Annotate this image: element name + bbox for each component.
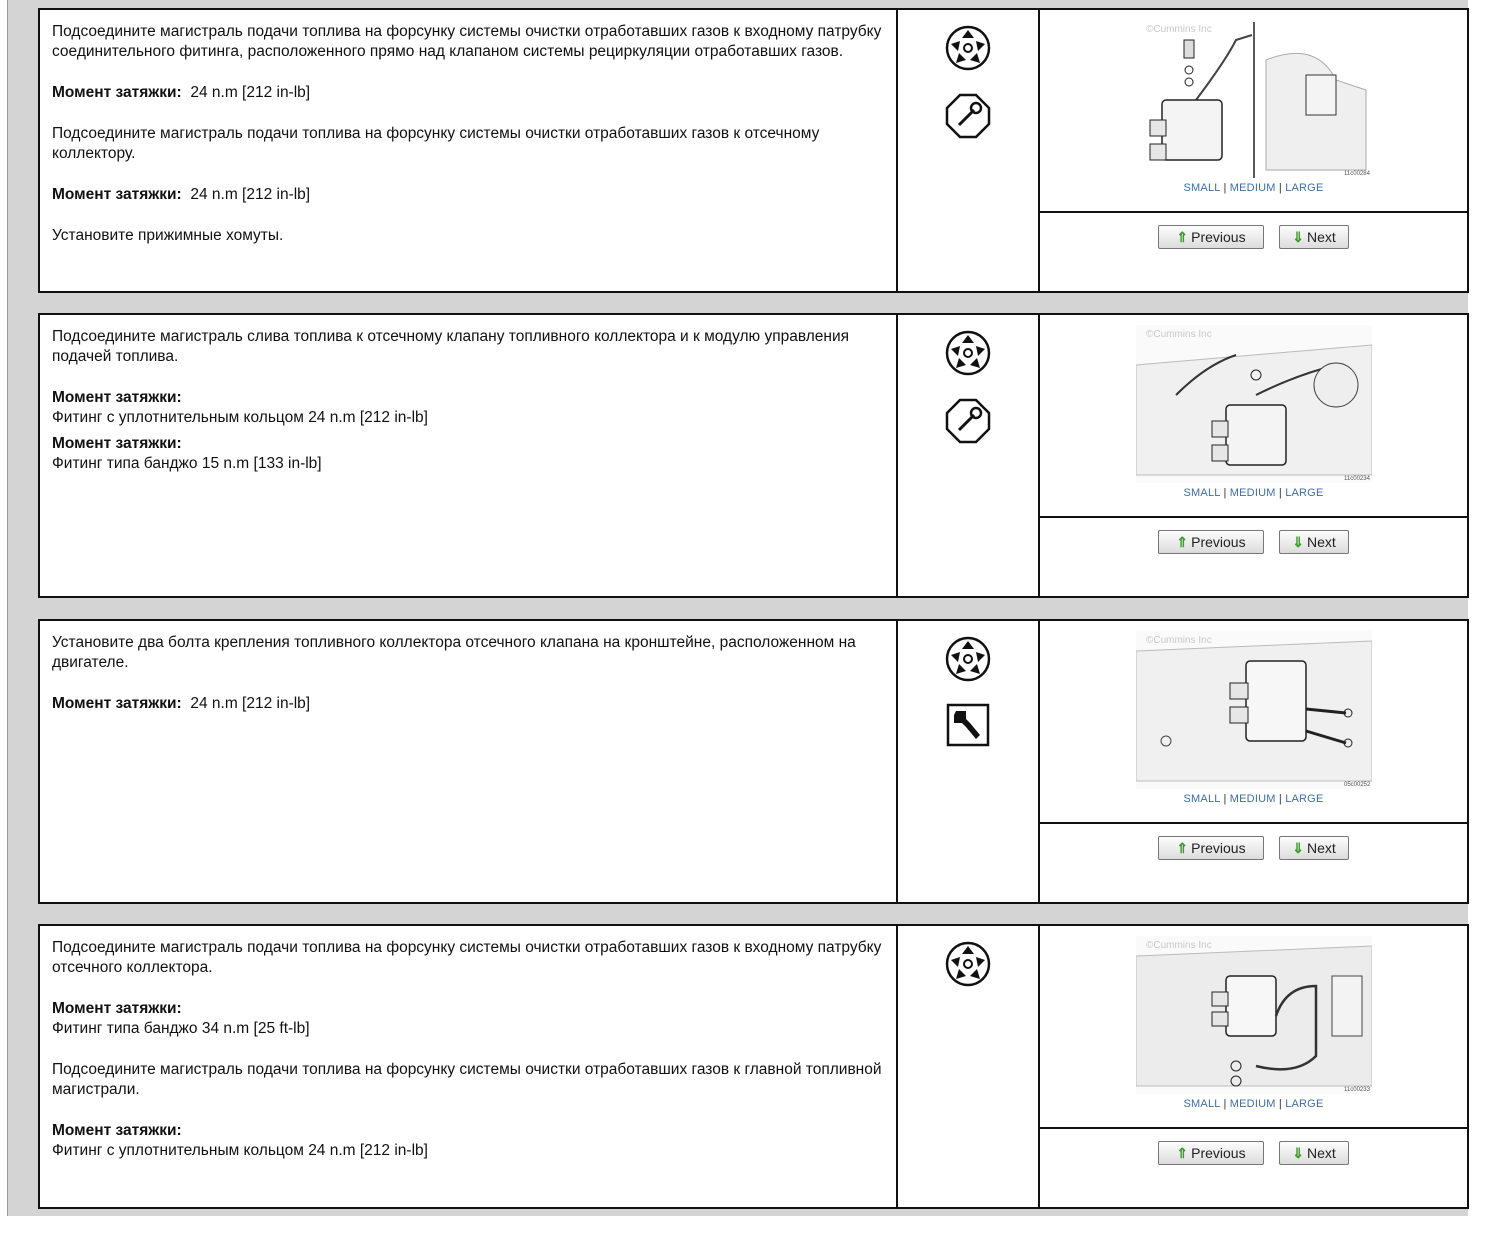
size-large-link[interactable]: LARGE [1285,182,1324,194]
torque-value: Фитинг с уплотнительным кольцом 24 n.m [… [52,1142,428,1159]
part-illustration[interactable]: ©Cummins Inc 11c00234 [1135,325,1372,483]
next-button[interactable]: ⇓Next [1279,1141,1349,1165]
torque-value: 24 n.m [212 in-lb] [190,84,311,101]
part-wheel-icon [944,24,992,72]
size-medium-link[interactable]: MEDIUM [1229,793,1276,805]
arrow-up-icon: ⇑ [1176,228,1189,245]
previous-button[interactable]: ⇑Previous [1158,225,1264,249]
next-button[interactable]: ⇓Next [1279,836,1349,860]
next-button[interactable]: ⇓Next [1279,225,1349,249]
wrench-icon [946,703,990,747]
instruction-text: Подсоедините магистраль подачи топлива н… [52,939,882,976]
part-wheel-icon [944,329,992,377]
figure-panel: ©Cummins Inc 11c00234 SMALL | MEDIUM | L… [1040,315,1467,596]
torque-label: Момент затяжки: [52,1000,182,1017]
step-icons [898,10,1040,291]
torque-wrench-icon [944,92,992,140]
part-wheel-icon [944,635,992,683]
next-button[interactable]: ⇓Next [1279,530,1349,554]
arrow-down-icon: ⇓ [1292,533,1304,550]
image-size-links: SMALL | MEDIUM | LARGE [1183,487,1324,499]
svg-text:05c00252: 05c00252 [1344,782,1371,788]
size-medium-link[interactable]: MEDIUM [1229,487,1276,499]
torque-wrench-icon [944,397,992,445]
procedure-step-1: Подсоедините магистраль подачи топлива н… [38,8,1469,293]
torque-label: Момент затяжки: [52,435,182,452]
svg-text:©Cummins Inc: ©Cummins Inc [1146,635,1212,646]
arrow-down-icon: ⇓ [1292,1144,1304,1161]
procedure-step-3: Установите два болта крепления топливног… [38,619,1469,904]
torque-spec: Момент затяжки: 24 n.m [212 in-lb] [52,83,884,103]
size-small-link[interactable]: SMALL [1183,1098,1221,1110]
torque-label: Момент затяжки: [52,1122,182,1139]
arrow-up-icon: ⇑ [1176,533,1189,550]
figure-nav: ⇑Previous ⇓Next [1040,1129,1467,1165]
svg-text:©Cummins Inc: ©Cummins Inc [1146,940,1212,951]
part-illustration[interactable]: ©Cummins Inc 11c00284 [1135,20,1372,178]
size-small-link[interactable]: SMALL [1183,793,1221,805]
torque-label: Момент затяжки: [52,389,182,406]
torque-label: Момент затяжки: [52,695,182,712]
torque-value: 24 n.m [212 in-lb] [190,695,311,712]
previous-button[interactable]: ⇑Previous [1158,836,1264,860]
instruction-text: Подсоедините магистраль подачи топлива н… [52,125,820,162]
procedure-step-2: Подсоедините магистраль слива топлива к … [38,313,1469,598]
instruction-text: Установите прижимные хомуты. [52,227,284,244]
size-small-link[interactable]: SMALL [1183,182,1221,194]
part-illustration[interactable]: ©Cummins Inc 11c00233 [1135,936,1372,1094]
step-instructions: Установите два болта крепления топливног… [40,621,898,902]
size-large-link[interactable]: LARGE [1285,487,1324,499]
step-instructions: Подсоедините магистраль подачи топлива н… [40,926,898,1207]
step-icons [898,621,1040,902]
size-small-link[interactable]: SMALL [1183,487,1221,499]
previous-button[interactable]: ⇑Previous [1158,530,1264,554]
torque-spec: Момент затяжки: 24 n.m [212 in-lb] [52,694,884,714]
torque-value: Фитинг типа банджо 34 n.m [25 ft-lb] [52,1020,310,1037]
step-icons [898,926,1040,1207]
arrow-up-icon: ⇑ [1176,1144,1189,1161]
step-instructions: Подсоедините магистраль подачи топлива н… [40,10,898,291]
image-size-links: SMALL | MEDIUM | LARGE [1183,793,1324,805]
size-large-link[interactable]: LARGE [1285,793,1324,805]
arrow-down-icon: ⇓ [1292,839,1304,856]
figure-nav: ⇑Previous ⇓Next [1040,518,1467,554]
image-size-links: SMALL | MEDIUM | LARGE [1183,1098,1324,1110]
figure-panel: ©Cummins Inc 11c00233 SMALL | MEDIUM | L… [1040,926,1467,1207]
instruction-text: Подсоедините магистраль подачи топлива н… [52,23,882,60]
size-medium-link[interactable]: MEDIUM [1229,182,1276,194]
arrow-up-icon: ⇑ [1176,839,1189,856]
torque-value: Фитинг с уплотнительным кольцом 24 n.m [… [52,409,428,426]
figure-panel: ©Cummins Inc 11c00284 SMALL | MEDIUM | L… [1040,10,1467,291]
torque-value: Фитинг типа банджо 15 n.m [133 in-lb] [52,455,322,472]
size-large-link[interactable]: LARGE [1285,1098,1324,1110]
size-medium-link[interactable]: MEDIUM [1229,1098,1276,1110]
step-icons [898,315,1040,596]
part-wheel-icon [944,940,992,988]
torque-value: 24 n.m [212 in-lb] [190,186,311,203]
figure-nav: ⇑Previous ⇓Next [1040,213,1467,249]
watermark: ©Cummins Inc [1146,24,1212,35]
previous-button[interactable]: ⇑Previous [1158,1141,1264,1165]
image-size-links: SMALL | MEDIUM | LARGE [1183,182,1324,194]
instruction-text: Подсоедините магистраль слива топлива к … [52,328,850,365]
svg-text:11c00284: 11c00284 [1344,171,1371,177]
torque-label: Момент затяжки: [52,186,182,203]
page-frame: Подсоедините магистраль подачи топлива н… [7,0,1469,1216]
figure-panel: ©Cummins Inc 05c00252 SMALL | MEDIUM | L… [1040,621,1467,902]
instruction-text: Подсоедините магистраль подачи топлива н… [52,1061,882,1098]
svg-text:11c00234: 11c00234 [1344,476,1371,482]
arrow-down-icon: ⇓ [1292,228,1304,245]
svg-text:©Cummins Inc: ©Cummins Inc [1146,329,1212,340]
svg-text:11c00233: 11c00233 [1344,1087,1371,1093]
procedure-step-4: Подсоедините магистраль подачи топлива н… [38,924,1469,1209]
step-instructions: Подсоедините магистраль слива топлива к … [40,315,898,596]
figure-nav: ⇑Previous ⇓Next [1040,824,1467,860]
torque-spec: Момент затяжки: 24 n.m [212 in-lb] [52,185,884,205]
instruction-text: Установите два болта крепления топливног… [52,634,856,671]
part-illustration[interactable]: ©Cummins Inc 05c00252 [1135,631,1372,789]
torque-label: Момент затяжки: [52,84,182,101]
